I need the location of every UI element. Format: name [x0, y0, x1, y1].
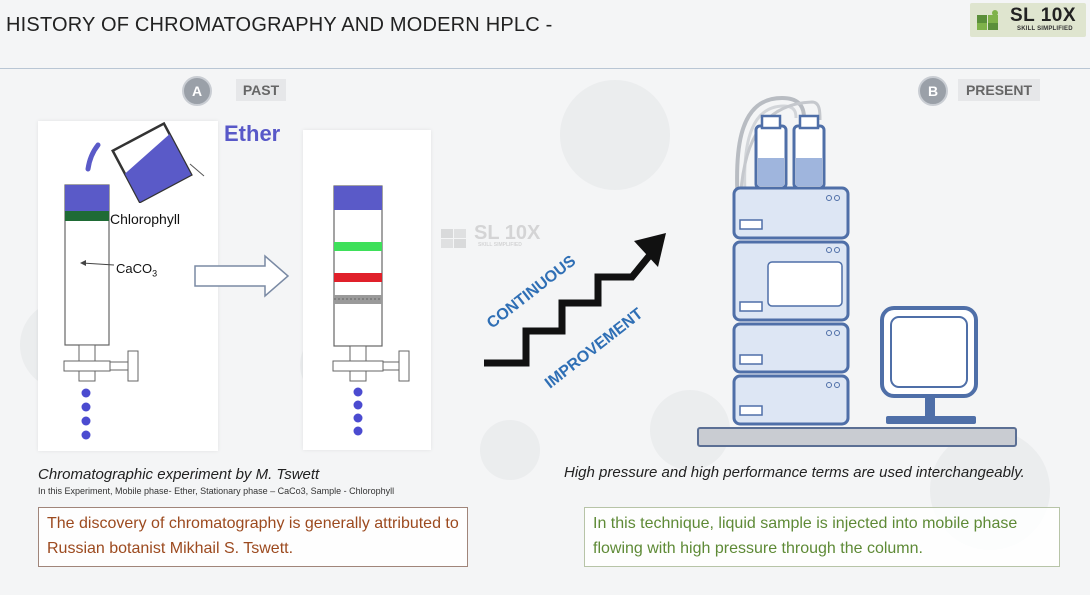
- stopcock-body: [63, 360, 111, 372]
- module-indicator: [739, 354, 763, 365]
- bottle-cap: [798, 114, 820, 130]
- eluent-drop: [81, 430, 91, 440]
- glass-column: [333, 185, 383, 347]
- watermark: SL 10X SKILL SIMPLIFIED: [440, 222, 550, 252]
- monitor-icon: [880, 306, 978, 398]
- eluent-drop: [353, 387, 363, 397]
- bottle-liquid: [758, 158, 784, 186]
- eluent-drop: [81, 388, 91, 398]
- eluent-drop: [353, 413, 363, 423]
- separated-column-drawing: [332, 185, 410, 436]
- module-light: [834, 382, 840, 388]
- column-neck: [349, 345, 367, 362]
- bottle-cap: [760, 114, 782, 130]
- tswett-column-drawing: [63, 142, 139, 440]
- background-orb: [560, 80, 670, 190]
- section-a-badge: A: [182, 76, 212, 106]
- improvement-label: IMPROVEMENT: [542, 305, 647, 392]
- solvent-tubing: [743, 104, 798, 231]
- stopcock-handle: [109, 361, 129, 371]
- solvent-tubing: [738, 100, 822, 231]
- header-divider: [0, 68, 1090, 69]
- green-band: [334, 242, 382, 251]
- module-light: [826, 330, 832, 336]
- beaker-icon: [111, 121, 205, 203]
- stopcock-knob: [398, 350, 410, 382]
- module-light: [834, 195, 840, 201]
- arrow-up-icon: [634, 233, 666, 267]
- past-description: The discovery of chromatography is gener…: [38, 507, 468, 567]
- column-neck: [78, 344, 96, 362]
- module-light: [826, 382, 832, 388]
- improvement-staircase: CONTINUOUS IMPROVEMENT: [484, 233, 666, 392]
- autosampler-door: [767, 261, 843, 307]
- separated-column-panel: [303, 130, 431, 450]
- module-light: [826, 247, 832, 253]
- ether-label: Ether: [224, 121, 281, 146]
- column-tip: [349, 370, 367, 382]
- stopcock-body: [332, 360, 384, 372]
- logo-text: SL 10X: [1010, 5, 1077, 26]
- puzzle-icon: [977, 10, 998, 30]
- bottle-liquid: [796, 158, 822, 186]
- solvent-tubing: [735, 95, 806, 231]
- present-description: In this technique, liquid sample is inje…: [584, 507, 1060, 567]
- watermark-text: SL 10X: [474, 222, 541, 244]
- module-indicator: [739, 301, 763, 312]
- eluent-drop: [353, 426, 363, 436]
- ether-layer: [334, 186, 382, 210]
- solvent-tray-module: [732, 186, 850, 240]
- watermark-tagline: SKILL SIMPLIFIED: [478, 242, 522, 248]
- present-tag: PRESENT: [958, 79, 1040, 101]
- eluent-drop: [81, 402, 91, 412]
- caco3-label-main: CaCO: [116, 261, 153, 276]
- right-arrow-icon: [194, 254, 290, 298]
- brand-logo: SL 10X SKILL SIMPLIFIED: [970, 3, 1086, 37]
- module-indicator: [739, 405, 763, 416]
- pouring-stream: [85, 142, 101, 172]
- background-orb: [480, 420, 540, 480]
- stopcock-knob: [127, 350, 139, 382]
- caco3-pointer-head: [80, 260, 86, 266]
- section-b-badge: B: [918, 76, 948, 106]
- caco3-pointer: [81, 262, 115, 266]
- past-caption: Chromatographic experiment by M. Tswett: [38, 466, 320, 483]
- hplc-instrument: [697, 95, 1017, 447]
- puzzle-icon: [441, 229, 466, 248]
- logo-tagline: SKILL SIMPLIFIED: [1017, 26, 1073, 32]
- chlorophyll-label: Chlorophyll: [110, 211, 181, 227]
- present-caption: High pressure and high performance terms…: [564, 464, 1025, 481]
- module-light: [834, 330, 840, 336]
- eluent-drop: [81, 416, 91, 426]
- past-subcaption: In this Experiment, Mobile phase- Ether,…: [38, 486, 395, 496]
- chlorophyll-band: [65, 211, 109, 221]
- eluent-drop: [353, 400, 363, 410]
- module-light: [834, 247, 840, 253]
- module-indicator: [739, 219, 763, 230]
- caco3-label-subscript: 3: [152, 268, 158, 279]
- past-tag: PAST: [236, 79, 286, 101]
- ether-layer: [65, 185, 109, 211]
- lab-bench: [697, 427, 1017, 447]
- caco3-label: CaCO3: [116, 261, 157, 279]
- monitor-base: [886, 416, 976, 424]
- red-band: [334, 273, 382, 282]
- stair-line: [484, 252, 653, 367]
- stopcock-handle: [382, 361, 400, 371]
- page-title: HISTORY OF CHROMATOGRAPHY AND MODERN HPL…: [6, 14, 553, 36]
- monitor-stand: [925, 398, 935, 416]
- monitor-screen: [890, 316, 968, 388]
- module-light: [826, 195, 832, 201]
- column-tip: [78, 370, 96, 382]
